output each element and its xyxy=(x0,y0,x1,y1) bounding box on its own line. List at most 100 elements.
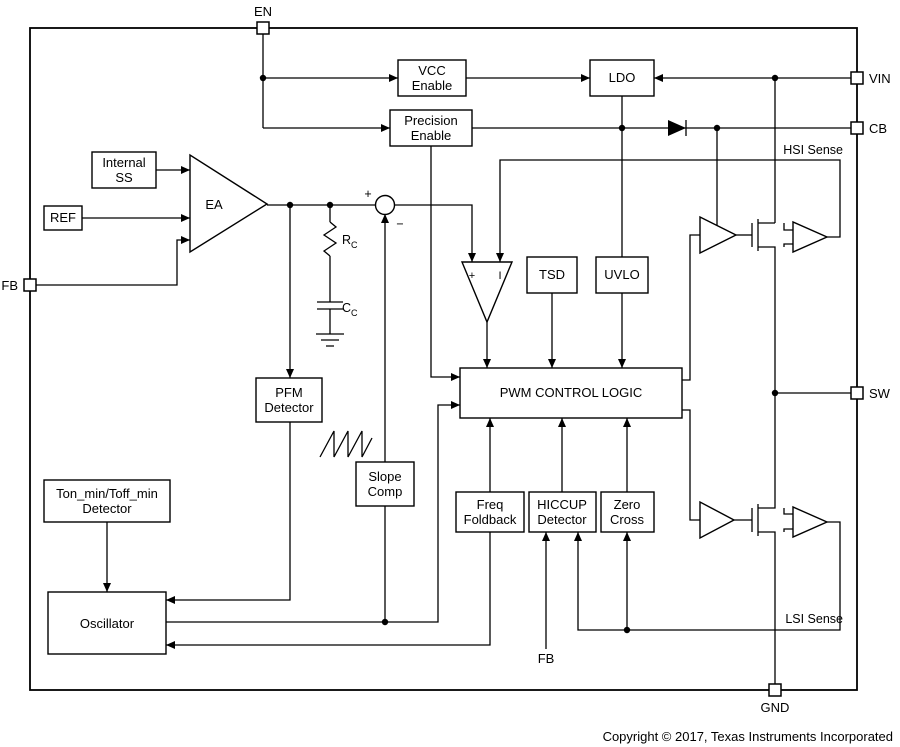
pin-gnd-label: GND xyxy=(761,700,790,715)
wire-fb-to-ea xyxy=(36,236,190,286)
diode-anode-triangle xyxy=(668,120,686,136)
fb-bottom-label: FB xyxy=(538,651,555,666)
summing-junction: + − xyxy=(364,187,403,231)
wire-hs-sense-taps xyxy=(783,223,793,247)
pwm-comparator: + I xyxy=(460,261,514,324)
pins: EN VIN CB SW FB GND FB xyxy=(1,4,890,715)
block-uvlo: UVLO xyxy=(595,256,649,294)
junction-dot xyxy=(623,626,631,634)
vcc-enable-box xyxy=(397,59,467,97)
blocks: VCC Enable LDO Precision Enable Internal… xyxy=(43,59,683,655)
wire-lsi-sense xyxy=(574,521,841,631)
pin-vin-pad xyxy=(850,71,864,85)
slope-comp-label-1: Slope xyxy=(368,469,401,484)
pin-en: EN xyxy=(254,4,272,35)
pin-fb-pad xyxy=(23,278,37,292)
uvlo-label: UVLO xyxy=(604,267,639,282)
freq-foldback-box xyxy=(455,491,525,533)
block-oscillator: Oscillator xyxy=(47,591,167,655)
block-hiccup-detector: HICCUP Detector xyxy=(528,491,597,533)
wire-hsi-sense xyxy=(496,159,841,262)
precision-enable-label-1: Precision xyxy=(404,113,457,128)
block-freq-foldback: Freq Foldback xyxy=(455,491,525,533)
hs-driver-buffer xyxy=(699,215,738,255)
junction-dot xyxy=(326,201,334,209)
ton-toff-detector-box xyxy=(43,479,171,523)
cc-label: C C xyxy=(342,301,358,318)
pin-cb-label: CB xyxy=(869,121,887,136)
block-pwm-control-logic: PWM CONTROL LOGIC xyxy=(459,367,683,419)
oscillator-box xyxy=(47,591,167,655)
wire-pwm-to-hs-driver xyxy=(682,234,700,381)
junction-dot xyxy=(381,618,389,626)
precision-enable-label-2: Enable xyxy=(411,128,451,143)
pfm-detector-box xyxy=(255,377,323,423)
block-tsd: TSD xyxy=(526,256,578,294)
lsi-sense-label: LSI Sense xyxy=(785,612,843,626)
chip-boundary xyxy=(29,27,858,691)
block-ton-toff-detector: Ton_min/Toff_min Detector xyxy=(43,479,171,523)
bootstrap-diode xyxy=(668,120,687,136)
ldo-box xyxy=(589,59,655,97)
precision-enable-box xyxy=(389,109,473,147)
block-internal-ss: Internal SS xyxy=(91,151,157,189)
hiccup-detector-box xyxy=(528,491,597,533)
hiccup-detector-label-2: Detector xyxy=(537,512,587,527)
wire-precision-enable-to-pwm xyxy=(430,146,460,381)
wire-ls-drain-to-sw xyxy=(758,393,776,509)
pin-gnd-pad xyxy=(768,683,782,697)
pin-vin: VIN xyxy=(850,71,891,86)
ref-label: REF xyxy=(50,210,76,225)
rc-label: R C xyxy=(342,233,358,250)
ref-box xyxy=(43,205,83,231)
ls-driver-buffer xyxy=(699,500,736,540)
wire-osc-to-pwm xyxy=(166,401,460,623)
rc-label-sub: C xyxy=(351,240,358,250)
comparator-plus-label: + xyxy=(469,270,475,282)
freq-foldback-label-1: Freq xyxy=(477,497,504,512)
cc-label-main: C xyxy=(342,301,351,315)
pin-sw-pad xyxy=(850,386,864,400)
wire-sum-to-comparator xyxy=(394,204,476,262)
junction-dot xyxy=(618,124,626,132)
pin-cb-pad xyxy=(850,121,864,135)
vcc-enable-label-1: VCC xyxy=(418,63,445,78)
wires xyxy=(36,34,851,684)
pin-en-label: EN xyxy=(254,4,272,19)
pin-fb-label: FB xyxy=(1,278,18,293)
wire-pfm-to-osc xyxy=(166,422,291,604)
pin-sw: SW xyxy=(850,386,891,401)
wire-freqfoldback-to-osc xyxy=(166,532,491,649)
pin-cb: CB xyxy=(850,121,887,136)
ldo-label: LDO xyxy=(609,70,636,85)
internal-ss-label-2: SS xyxy=(115,170,133,185)
junction-dot xyxy=(771,74,779,82)
block-ldo: LDO xyxy=(589,59,655,97)
summing-junction-circle xyxy=(374,194,396,216)
block-precision-enable: Precision Enable xyxy=(389,109,473,147)
summing-plus-sign: + xyxy=(364,187,371,201)
cc-label-sub: C xyxy=(351,308,358,318)
pwm-control-logic-box xyxy=(459,367,683,419)
pin-fb: FB xyxy=(1,278,37,293)
block-vcc-enable: VCC Enable xyxy=(397,59,467,97)
comparator-triangle xyxy=(460,261,514,324)
pin-vin-label: VIN xyxy=(869,71,891,86)
pfm-detector-label-1: PFM xyxy=(275,385,302,400)
comparator-current-label: I xyxy=(498,270,501,282)
summing-minus-sign: − xyxy=(396,217,403,231)
ea-label: EA xyxy=(205,197,223,212)
junction-dot xyxy=(713,124,721,132)
block-slope-comp: Slope Comp xyxy=(355,461,415,507)
hsi-sense-label: HSI Sense xyxy=(783,143,843,157)
block-zero-cross: Zero Cross xyxy=(600,491,655,533)
pwm-control-logic-label: PWM CONTROL LOGIC xyxy=(500,385,643,400)
freq-foldback-label-2: Foldback xyxy=(464,512,517,527)
capacitor-cc xyxy=(317,301,343,310)
copyright-text: Copyright © 2017, Texas Instruments Inco… xyxy=(603,729,893,744)
ground-symbol xyxy=(316,333,344,347)
zero-cross-label-2: Cross xyxy=(610,512,644,527)
rc-label-main: R xyxy=(342,233,351,247)
